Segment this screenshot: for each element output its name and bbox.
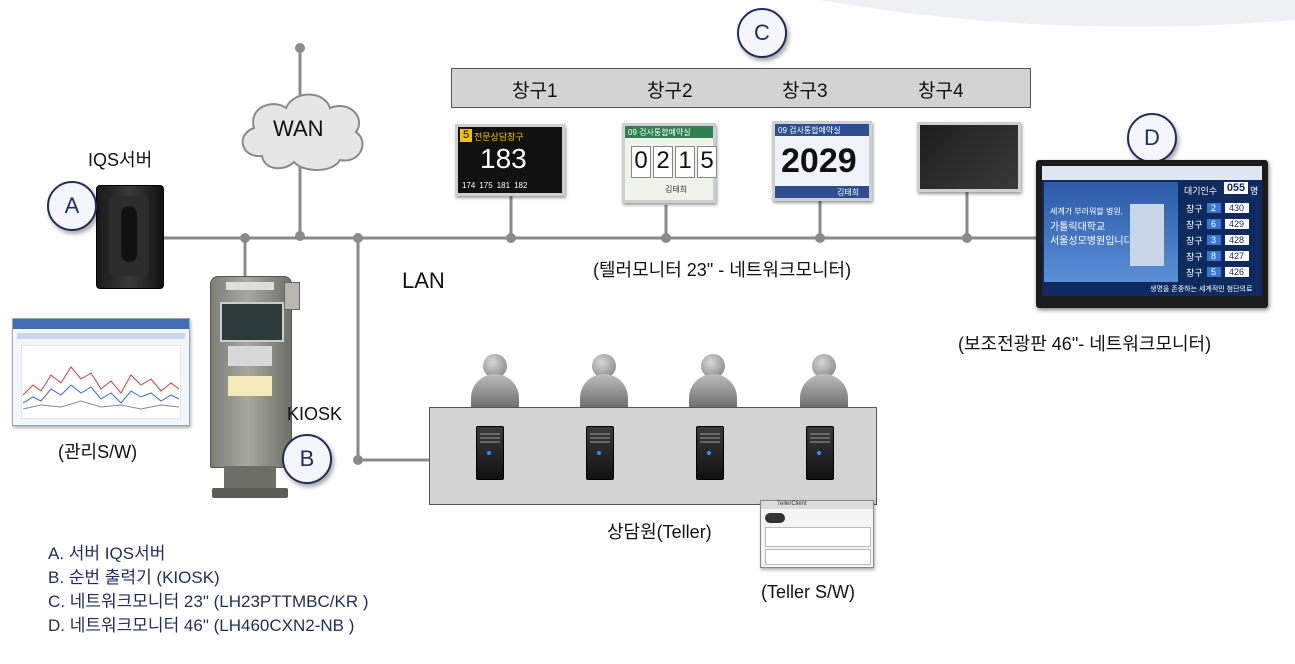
teller-pc-1: [476, 426, 504, 480]
sub-display-ad: 세계가 부러워할 병원, 가톨릭대학교 서울성모병원입니다: [1044, 182, 1178, 282]
window-label-4: 창구4: [918, 81, 964, 102]
row-label: 창구: [1186, 267, 1203, 278]
teller-monitor-1: 5 전문상담창구 183 174 175 181 182: [455, 124, 565, 196]
window-label-1: 창구1: [512, 81, 558, 102]
teller-pc-2: [586, 426, 614, 480]
marker-b: B: [282, 434, 332, 484]
sub-display-waiting-label: 대기인수: [1184, 186, 1218, 196]
row-label: 창구: [1186, 251, 1203, 262]
monitor2-digit: 5: [697, 146, 717, 178]
sub-display-ad-line: 가톨릭대학교: [1050, 222, 1106, 233]
sub-display-caption: (보조전광판 46"- 네트워크모니터): [958, 334, 1212, 354]
row-window: 5: [1206, 267, 1221, 277]
monitor3-number: 2029: [781, 142, 857, 180]
monitor2-digit: 0: [631, 146, 651, 178]
sub-display-ad-line: 세계가 부러워할 병원,: [1050, 207, 1123, 216]
teller-pc-4: [806, 426, 834, 480]
monitor1-number: 183: [480, 143, 527, 174]
monitor1-row-item: 175: [479, 181, 493, 190]
row-window: 6: [1206, 219, 1221, 229]
teller-person-1: [471, 354, 519, 408]
legend-item-b: B. 순번 출력기 (KIOSK): [48, 568, 220, 587]
server-tower: [96, 185, 164, 289]
monitor2-digits: 0 2 1 5: [631, 146, 717, 178]
sub-display-row: 창구 8 427: [1186, 248, 1262, 264]
marker-a: A: [47, 181, 97, 231]
row-number: 426: [1224, 267, 1249, 277]
windows-bar: 창구1 창구2 창구3 창구4: [451, 68, 1031, 108]
marker-d: D: [1127, 113, 1177, 163]
wan-cloud-icon: [241, 93, 364, 171]
teller-pc-3: [696, 426, 724, 480]
monitor2-digit: 1: [675, 146, 695, 178]
monitor1-row-item: 181: [496, 181, 511, 190]
sub-display-ad-line: 서울성모병원입니다: [1050, 236, 1133, 247]
legend: A. 서버 IQS서버 B. 순번 출력기 (KIOSK) C. 네트워크모니터…: [48, 542, 369, 638]
monitor2-title: 09 검사통합예약실: [628, 128, 691, 137]
monitor1-title: 전문상담창구: [474, 132, 524, 142]
kiosk-label: KIOSK: [287, 404, 343, 424]
sub-display-waiting-unit: 명: [1250, 186, 1259, 196]
teller-person-3: [689, 354, 737, 408]
row-window: 8: [1206, 251, 1221, 261]
teller-label: 상담원(Teller): [607, 522, 712, 542]
sub-display-monitor: 세계가 부러워할 병원, 가톨릭대학교 서울성모병원입니다 대기인수 055 명…: [1036, 160, 1268, 308]
sub-display-waiting-count: 055: [1224, 182, 1248, 194]
row-label: 창구: [1186, 219, 1203, 230]
kiosk-machine: [204, 276, 300, 500]
sub-display-row: 창구 2 430: [1186, 200, 1262, 216]
monitor2-name: 김태희: [665, 185, 688, 194]
monitor3-name: 김태희: [837, 188, 860, 197]
server-label: IQS서버: [88, 150, 153, 170]
teller-software-screenshot: TellerClient: [760, 500, 874, 568]
sub-display-rows: 창구 2 430 창구 6 429 창구 3 428 창구 8 427 창구 5: [1186, 200, 1262, 280]
row-window: 3: [1206, 235, 1221, 245]
teller-monitor-caption: (텔러모니터 23" - 네트워크모니터): [593, 260, 852, 280]
legend-item-c: C. 네트워크모니터 23" (LH23PTTMBC/KR ): [48, 592, 369, 611]
row-label: 창구: [1186, 203, 1203, 214]
window-label-2: 창구2: [647, 81, 693, 102]
row-number: 429: [1224, 219, 1249, 229]
row-number: 430: [1224, 203, 1249, 213]
row-window: 2: [1206, 203, 1221, 213]
window-label-3: 창구3: [782, 81, 828, 102]
teller-software-label: (Teller S/W): [761, 582, 855, 602]
monitor1-row-item: 182: [514, 181, 528, 190]
teller-software-title: TellerClient: [777, 501, 807, 507]
teller-monitor-4: [917, 122, 1021, 192]
teller-monitor-3: 09 검사통합예약실 2029 김태희: [772, 121, 872, 201]
legend-item-d: D. 네트워크모니터 46" (LH460CXN2-NB ): [48, 616, 355, 635]
row-label: 창구: [1186, 235, 1203, 246]
management-software-label: (관리S/W): [58, 442, 138, 462]
monitor2-digit: 2: [653, 146, 673, 178]
teller-monitor-2: 09 검사통합예약실 0 2 1 5 김태희: [622, 123, 717, 203]
teller-person-4: [800, 354, 848, 408]
row-number: 428: [1224, 235, 1249, 245]
management-software-screenshot: [12, 318, 190, 426]
legend-item-a: A. 서버 IQS서버: [48, 544, 166, 563]
teller-counter: [429, 407, 877, 505]
sub-display-row: 창구 3 428: [1186, 232, 1262, 248]
monitor3-title: 09 검사통합예약실: [778, 126, 841, 135]
monitor1-badge: 5: [460, 129, 472, 142]
sub-display-row: 창구 6 429: [1186, 216, 1262, 232]
monitor1-row: 174 175 181 182: [462, 181, 527, 190]
sub-display-row: 창구 5 426: [1186, 264, 1262, 280]
row-number: 427: [1224, 251, 1249, 261]
teller-person-2: [580, 354, 628, 408]
lan-label: LAN: [402, 268, 445, 293]
wan-label: WAN: [273, 116, 324, 141]
monitor1-row-item: 174: [462, 181, 476, 190]
marker-c: C: [737, 8, 787, 58]
sub-display-footer: 생명을 존중하는 세계적인 첨단의료: [1150, 286, 1253, 293]
